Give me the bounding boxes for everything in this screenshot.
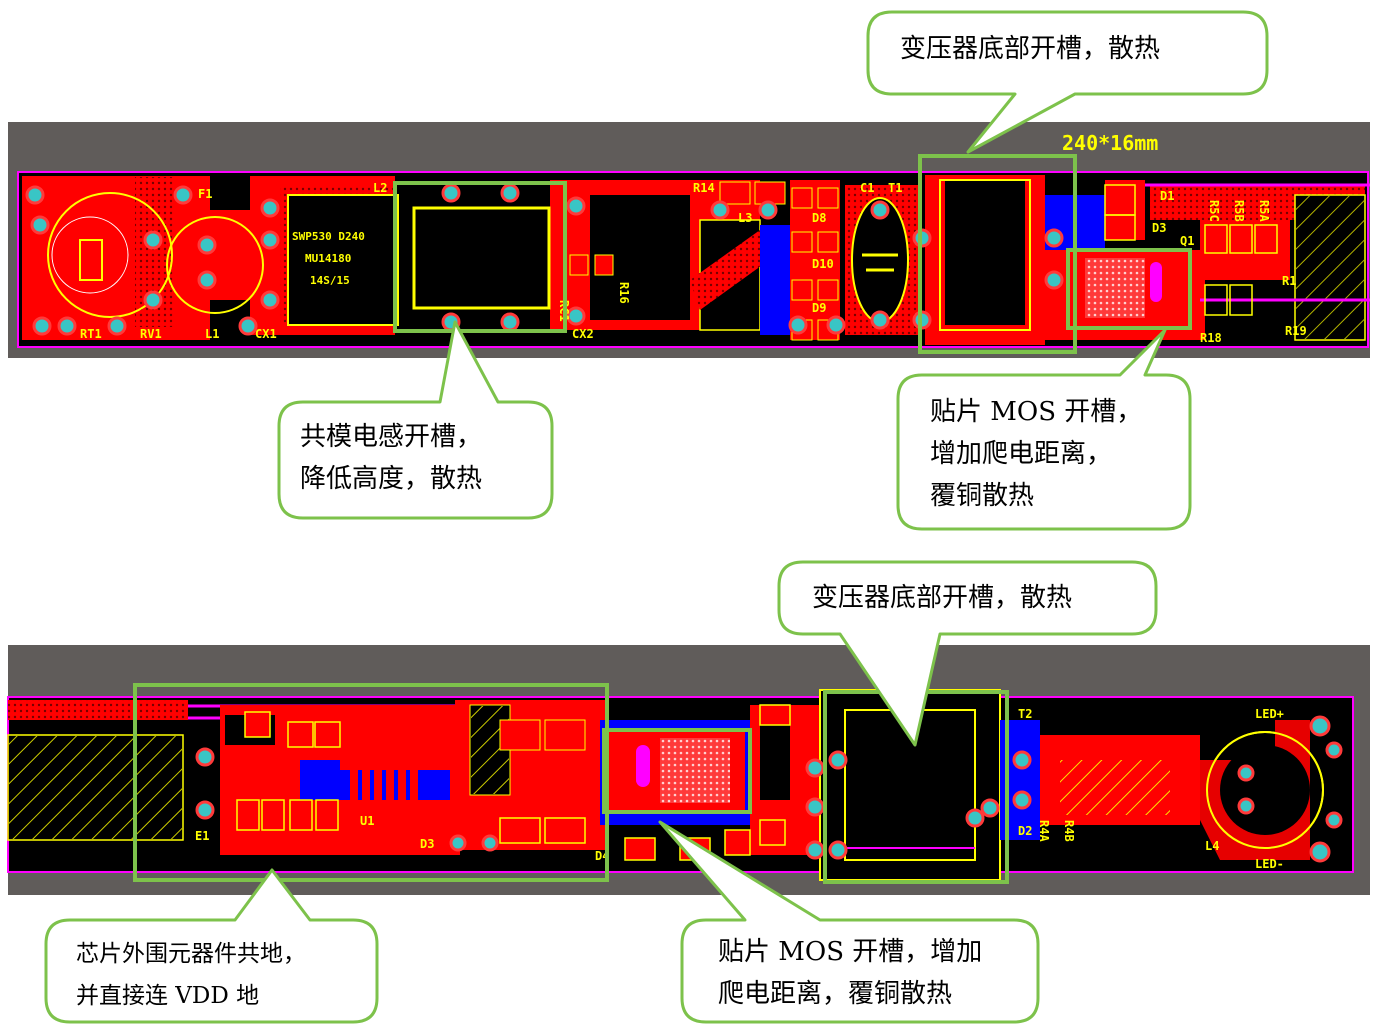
mos-highlight-top [1066,248,1192,330]
silk-d3-bottom: D3 [420,837,434,851]
silk-r5b: R5B [1232,200,1246,222]
callout-bottom-mos [658,820,1040,1024]
callout-bottom-transformer [777,560,1158,747]
silk-l4: L4 [1205,839,1219,853]
callout-top-cm-inductor-line1: 共模电感开槽， [300,422,483,452]
silk-d10: D10 [812,257,834,271]
inductor-mark-2: MU14180 [305,252,351,265]
silk-d2: D2 [1018,824,1032,838]
silk-u1: U1 [360,814,374,828]
callout-bottom-transformer-text: 变压器底部开槽，散热 [812,583,1073,613]
silk-r19: R19 [1285,324,1307,338]
mos-highlight-bottom [602,728,752,814]
silk-r18: R18 [1200,331,1222,345]
callout-top-cm-inductor-line2: 降低高度，散热 [300,464,483,494]
silk-d3: D3 [1152,221,1166,235]
callout-bottom-mos-line1: 贴片 MOS 开槽，增加 [718,937,983,967]
callout-top-mos-line2: 增加爬电距离， [930,439,1113,469]
silk-d8: D8 [812,211,826,225]
callout-top-mos-line3: 覆铜散热 [930,481,1035,511]
silk-led-minus: LED- [1255,857,1284,871]
silk-rv1: RV1 [140,327,162,341]
chip-periphery-highlight [133,683,609,882]
silk-c1: C1 [860,181,874,195]
silk-r14: R14 [693,181,715,195]
silk-rt1: RT1 [80,327,102,341]
callout-top-cm-inductor [277,320,554,520]
silk-cx2: CX2 [572,327,594,341]
inductor-mark-3: 14S/15 [310,274,350,287]
callout-bottom-mos-line2: 爬电距离，覆铜散热 [718,979,953,1009]
top-board: 240*16mm F1 RT1 RV1 L1 CX1 L2 CX2 R14 L3… [8,122,1370,358]
silk-r5a: R5A [1257,200,1271,222]
silk-t1: T1 [888,181,902,195]
silk-l1: L1 [205,327,219,341]
callout-top-transformer [866,10,1269,154]
cm-inductor-highlight [393,181,567,333]
callout-top-mos-line1: 贴片 MOS 开槽， [930,397,1143,427]
transformer-highlight-top [918,154,1077,354]
callout-bottom-chip-line2: 并直接连 VDD 地 [76,983,260,1009]
silk-l3: L3 [738,211,752,225]
callout-top-mos [896,328,1192,531]
silk-led-plus: LED+ [1255,707,1284,721]
silk-d9: D9 [812,301,826,315]
callout-bottom-chip-line1: 芯片外围元器件共地， [76,941,306,967]
silk-d1: D1 [1160,189,1174,203]
silk-e1: E1 [195,829,209,843]
silk-r16: R16 [617,282,631,304]
silk-l2: L2 [373,181,387,195]
silk-cx1: CX1 [255,327,277,341]
callout-top-transformer-text: 变压器底部开槽，散热 [900,34,1161,64]
silk-r4a: R4A [1037,820,1051,842]
silk-f1: F1 [198,187,212,201]
silk-t2: T2 [1018,707,1032,721]
inductor-mark-1: SWP530 D240 [292,230,365,243]
silk-r1: R1 [1282,274,1296,288]
silk-r4b: R4B [1062,820,1076,842]
callout-bottom-chip [44,868,379,1024]
silk-r5c: R5C [1207,200,1221,222]
silk-q1: Q1 [1180,234,1194,248]
board-size-label: 240*16mm [1062,131,1158,155]
